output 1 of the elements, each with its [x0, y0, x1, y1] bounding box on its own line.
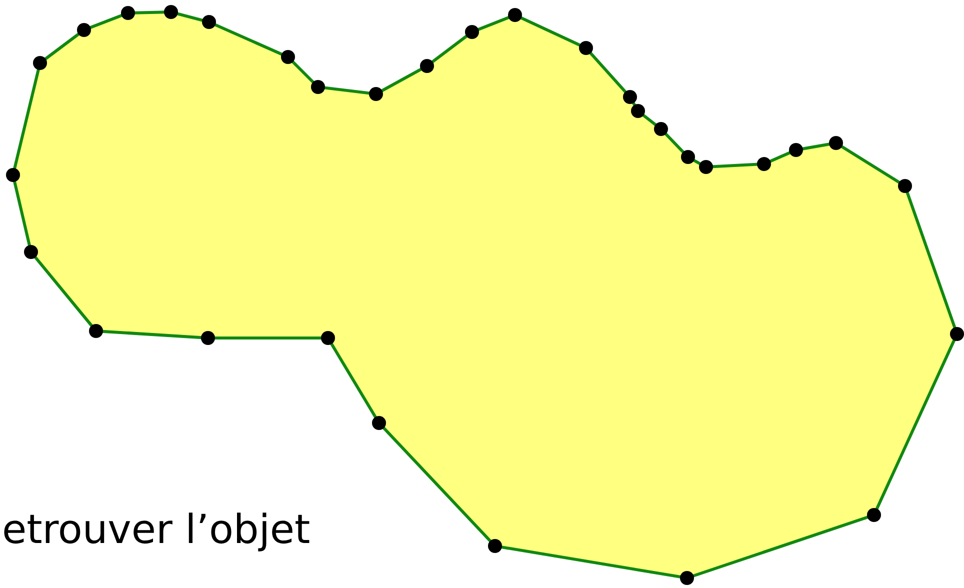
caption-text: etrouver l’objet: [2, 510, 310, 550]
